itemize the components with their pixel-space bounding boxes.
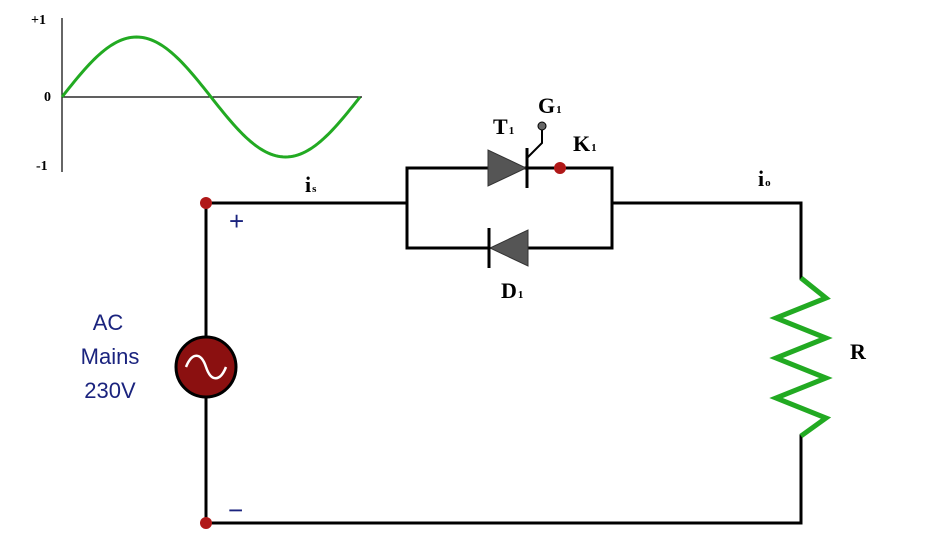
cathode-label: K1 [573, 131, 597, 156]
minus-sign: − [228, 495, 243, 525]
waveform-plot: +1 0 -1 [31, 13, 362, 174]
wire-top-right [610, 201, 803, 280]
diode-label: D1 [501, 278, 523, 303]
diode-d1 [487, 228, 529, 268]
tick-label-neg: -1 [36, 159, 48, 174]
cathode-dot [554, 162, 566, 174]
tick-label-pos: +1 [31, 13, 46, 28]
source-label-line1: AC [93, 310, 124, 335]
gate-label: G1 [538, 93, 562, 118]
tick-label-zero: 0 [44, 90, 51, 105]
gate-lead [526, 128, 543, 159]
plus-sign: + [229, 206, 244, 236]
wire-bottom [204, 434, 803, 525]
source-label-line3: 230V [84, 378, 136, 403]
resistor-label: R [850, 339, 867, 364]
tilde-icon [184, 354, 228, 380]
diode-triangle [488, 229, 529, 267]
terminal-negative [200, 517, 212, 529]
output-current-label: io [758, 166, 771, 191]
gate-terminal [537, 121, 547, 131]
ac-source [174, 335, 238, 399]
sine-wave [60, 35, 362, 159]
thyristor-t1 [487, 121, 566, 188]
thyristor-label: T1 [493, 114, 514, 139]
source-current-label: is [305, 172, 317, 197]
wires [204, 166, 803, 525]
terminal-positive [200, 197, 212, 209]
thyristor-triangle [487, 149, 528, 187]
resistor-zigzag [769, 276, 833, 439]
source-label-line2: Mains [81, 344, 140, 369]
